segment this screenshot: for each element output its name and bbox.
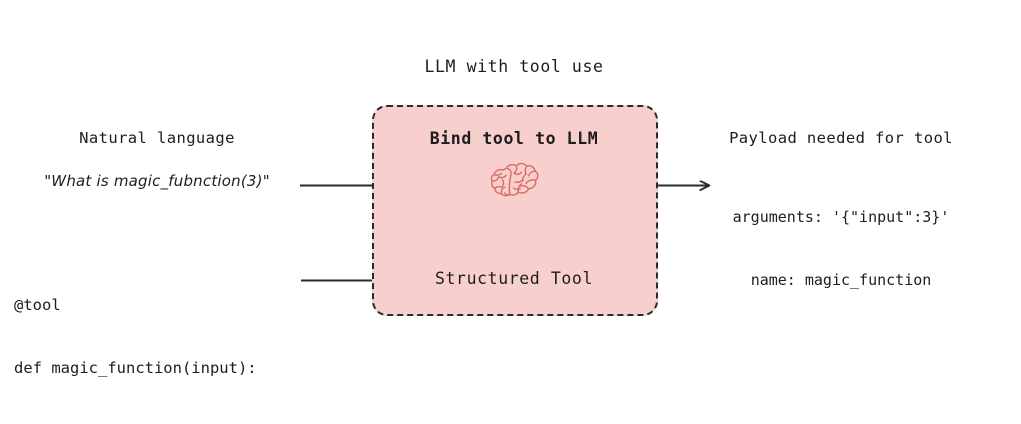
tool-code-line-3: return input + 2 bbox=[14, 421, 257, 424]
natural-language-heading: Natural language bbox=[79, 129, 235, 147]
payload-arguments-line: arguments: '{"input":3}' bbox=[732, 208, 950, 226]
bind-tool-label: Bind tool to LLM bbox=[429, 129, 599, 148]
tool-code-line-1: @tool bbox=[14, 296, 61, 314]
tool-code: @tool def magic_function(input): return … bbox=[14, 253, 257, 424]
tool-code-line-2: def magic_function(input): bbox=[14, 359, 257, 377]
payload-body: arguments: '{"input":3}' name: magic_fun… bbox=[733, 165, 950, 333]
payload-heading: Payload needed for tool bbox=[729, 129, 953, 147]
natural-language-query: "What is magic_fubnction(3)" bbox=[44, 172, 270, 190]
payload-name-line: name: magic_function bbox=[750, 271, 932, 289]
brain-icon bbox=[489, 160, 541, 204]
llm-container bbox=[372, 105, 658, 316]
page-title: LLM with tool use bbox=[424, 57, 604, 76]
structured-tool-label: Structured Tool bbox=[434, 269, 594, 288]
